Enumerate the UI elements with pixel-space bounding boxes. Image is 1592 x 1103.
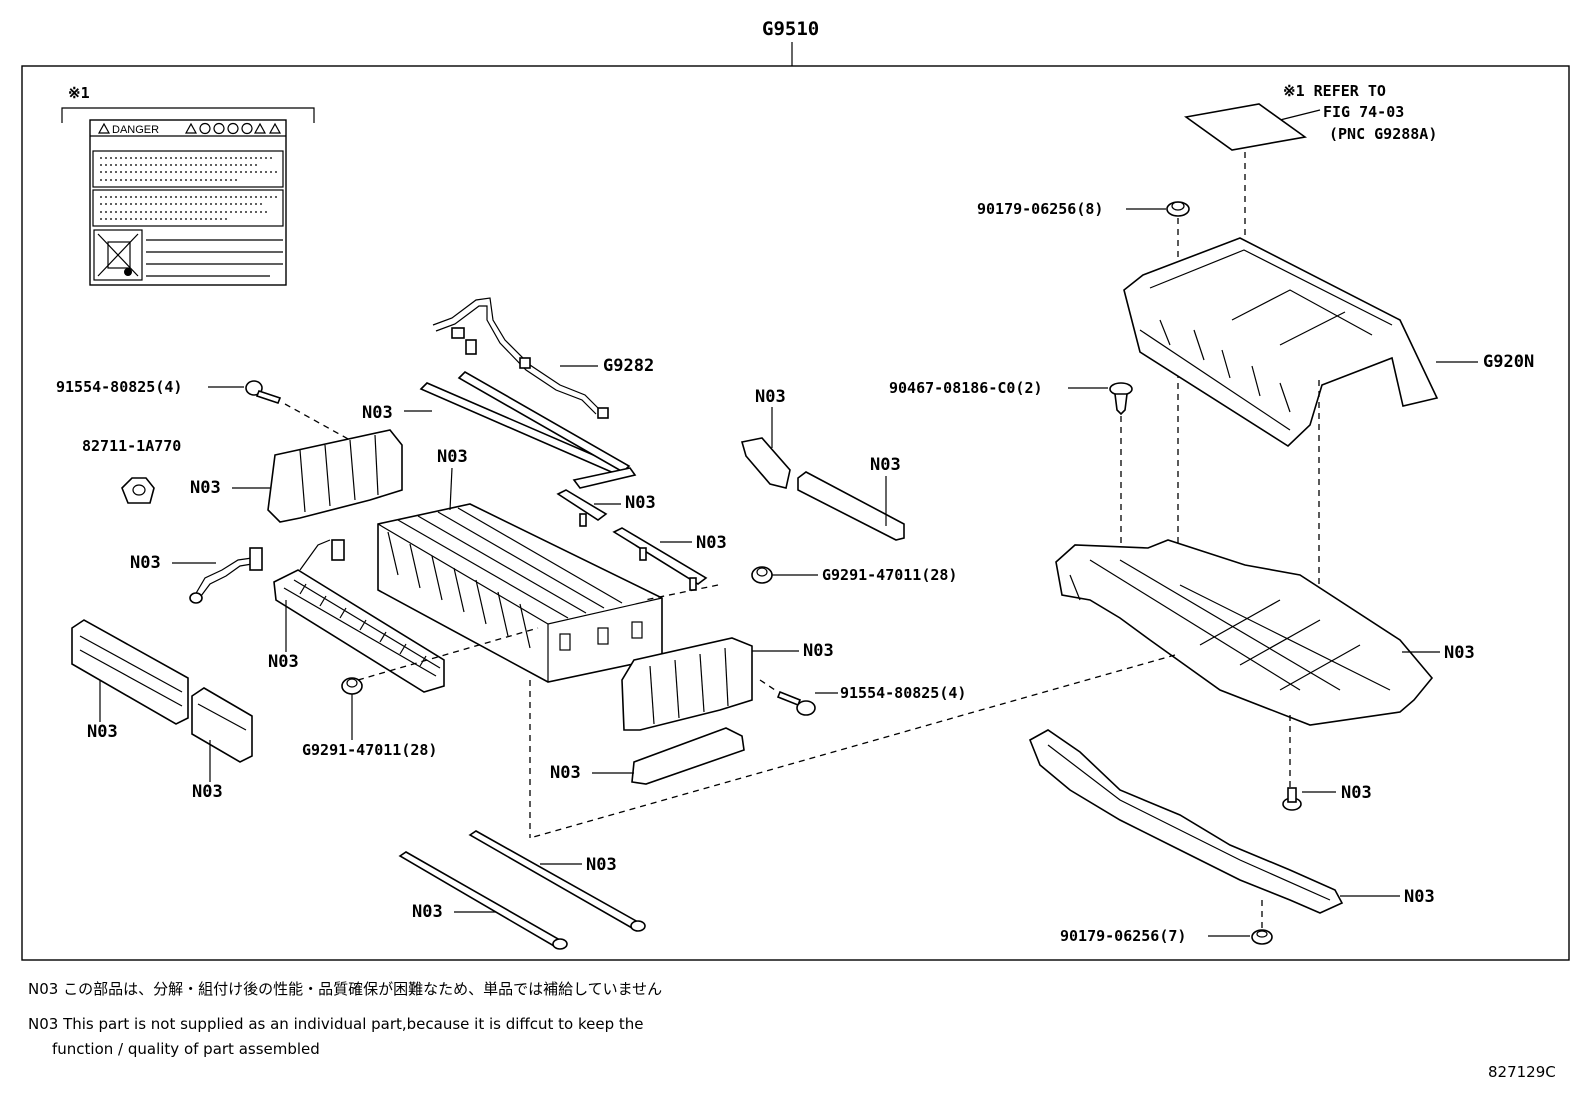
clamp-part[interactable] — [1109, 382, 1133, 416]
label-bolt-4-left[interactable]: 91554-80825(4) — [56, 378, 182, 396]
label-connector-cable[interactable]: N03 — [130, 553, 161, 573]
end-bracket-part[interactable] — [631, 727, 745, 785]
label-lower-tray[interactable]: N03 — [1444, 643, 1475, 663]
figure-id: 827129C — [1488, 1063, 1556, 1081]
label-clamp-2[interactable]: 90467-08186-C0(2) — [889, 379, 1043, 397]
clip-part[interactable] — [121, 477, 155, 504]
label-nut-28-right[interactable]: G9291-47011(28) — [822, 566, 957, 584]
nut-8-part[interactable] — [1166, 201, 1190, 217]
note-japanese: N03 この部品は、分解・組付け後の性能・品質確保が困難なため、単品では補給して… — [28, 980, 663, 998]
refer-note-line1: ※1 REFER TO — [1283, 82, 1386, 100]
bracket-small-part[interactable] — [740, 437, 791, 489]
label-nut-8[interactable]: 90179-06256(8) — [977, 200, 1103, 218]
label-battery-module[interactable]: N03 — [437, 447, 468, 467]
label-cell-holder[interactable]: N03 — [268, 652, 299, 672]
ref-mark: ※1 — [68, 84, 90, 102]
label-sheet-part[interactable] — [1183, 103, 1308, 151]
label-tray-bolt[interactable]: N03 — [1341, 783, 1372, 803]
connector-cable-part[interactable] — [189, 547, 263, 604]
rod-right-part[interactable] — [468, 830, 646, 932]
bus-bar-upper-part[interactable] — [556, 489, 608, 527]
label-terminal-cover-long[interactable]: N03 — [87, 722, 118, 742]
assembly-code[interactable]: G9510 — [762, 18, 819, 40]
label-nut-28-left[interactable]: G9291-47011(28) — [302, 741, 437, 759]
label-clip[interactable]: 82711-1A770 — [82, 437, 181, 455]
right-end-plate-part[interactable] — [621, 637, 753, 731]
label-cover-upper[interactable]: G920N — [1483, 352, 1534, 372]
top-bar-part[interactable] — [419, 371, 637, 489]
label-end-bracket[interactable]: N03 — [550, 763, 581, 783]
bolt-left-part[interactable] — [245, 380, 282, 404]
bolt-right-part[interactable] — [776, 690, 816, 716]
warning-label-part[interactable]: ※1 DANGER — [61, 84, 315, 286]
label-lower-brace[interactable]: N03 — [1404, 887, 1435, 907]
label-nut-7[interactable]: 90179-06256(7) — [1060, 927, 1186, 945]
label-rod-right[interactable]: N03 — [586, 855, 617, 875]
note-english-line2: function / quality of part assembled — [52, 1040, 320, 1058]
label-bracket-small[interactable]: N03 — [755, 387, 786, 407]
label-right-end-plate[interactable]: N03 — [803, 641, 834, 661]
label-left-end-plate[interactable]: N03 — [190, 478, 221, 498]
note-english-line1: N03 This part is not supplied as an indi… — [28, 1015, 644, 1033]
lower-brace-part[interactable] — [1028, 729, 1344, 914]
wire-harness-part[interactable] — [432, 297, 609, 419]
label-bus-bar-upper[interactable]: N03 — [625, 493, 656, 513]
nut-28-left-part[interactable] — [341, 677, 363, 695]
tray-bolt-part[interactable] — [1282, 787, 1302, 811]
nut-7-part[interactable] — [1251, 929, 1273, 945]
label-rod-left[interactable]: N03 — [412, 902, 443, 922]
lower-tray-part[interactable] — [1055, 539, 1434, 726]
upper-cover-part[interactable] — [1123, 237, 1439, 448]
refer-note-line3: (PNC G9288A) — [1329, 125, 1437, 143]
rod-left-part[interactable] — [398, 851, 568, 950]
label-terminal-cover-short[interactable]: N03 — [192, 782, 223, 802]
cell-holder-frame-part[interactable] — [273, 539, 445, 693]
refer-note-line2: FIG 74-03 — [1323, 103, 1404, 121]
terminal-cover-short-part[interactable] — [191, 687, 253, 763]
left-end-plate-part[interactable] — [267, 429, 403, 523]
label-wire-harness[interactable]: G9282 — [603, 356, 654, 376]
label-top-bar[interactable]: N03 — [362, 403, 393, 423]
label-bolt-4-right[interactable]: 91554-80825(4) — [840, 684, 966, 702]
bracket-long-part[interactable] — [797, 471, 905, 541]
label-bus-bar-lower[interactable]: N03 — [696, 533, 727, 553]
nut-28-right-part[interactable] — [751, 566, 773, 584]
diagram-frame — [21, 65, 1570, 961]
terminal-cover-long-part[interactable] — [71, 619, 189, 725]
danger-label-title: DANGER — [112, 124, 159, 136]
label-bracket-long[interactable]: N03 — [870, 455, 901, 475]
